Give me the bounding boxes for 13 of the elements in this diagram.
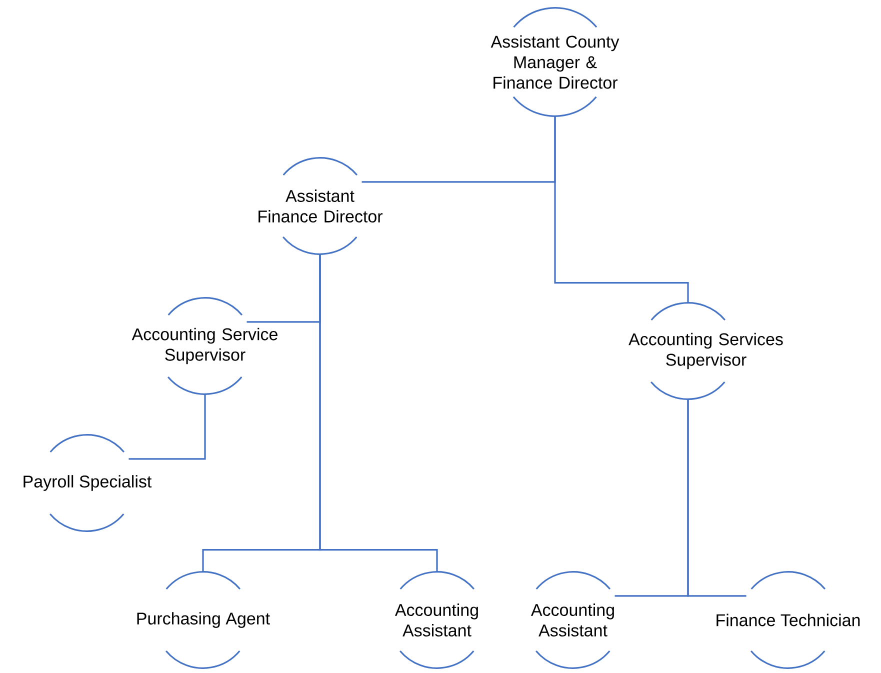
role-title: Payroll Specialist <box>24 475 152 491</box>
role-title: Purchasing Agent <box>137 612 270 628</box>
role-title: Accounting Services Supervisor <box>628 332 783 370</box>
role-title: Assistant County Manager & Finance Director <box>490 35 620 89</box>
role-title: Assistant Finance Director <box>258 190 383 222</box>
role-title: Accounting Service Supervisor <box>132 328 278 364</box>
role-title: Finance Technician <box>716 614 860 626</box>
role-title: Accounting Assistant <box>530 604 614 636</box>
connector-line <box>554 116 689 303</box>
role-title: Accounting Assistant <box>394 604 478 636</box>
connector-line <box>128 394 206 460</box>
connector-line <box>687 399 746 597</box>
connector-line <box>319 254 438 572</box>
